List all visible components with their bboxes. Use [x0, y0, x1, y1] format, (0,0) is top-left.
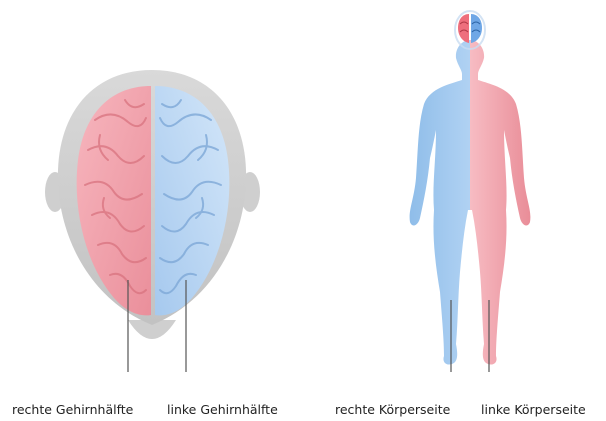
- mini-brain-right: [458, 14, 469, 43]
- label-right-body-side: rechte Körperseite: [335, 402, 450, 417]
- label-left-body-side: linke Körperseite: [481, 402, 586, 417]
- mini-brain-left: [471, 14, 482, 43]
- body-left-side-pink: [410, 40, 531, 365]
- mini-brain: [458, 14, 482, 43]
- label-right-hemisphere: rechte Gehirnhälfte: [12, 402, 133, 417]
- human-body: [410, 11, 531, 365]
- label-left-hemisphere: linke Gehirnhälfte: [167, 402, 278, 417]
